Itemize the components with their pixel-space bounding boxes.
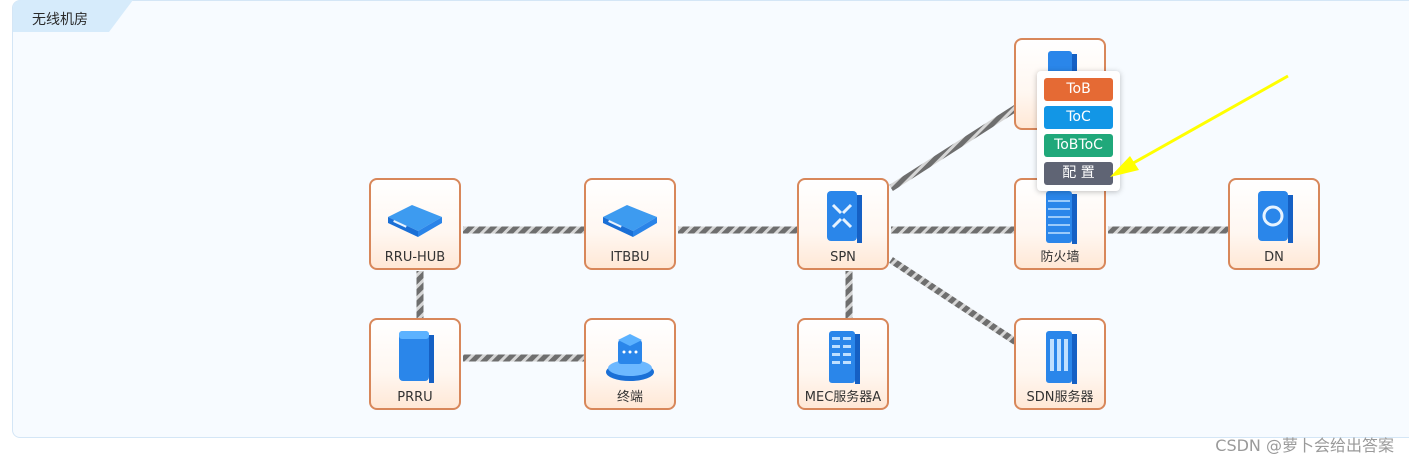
- node-label: ITBBU: [610, 250, 650, 265]
- topology-panel: [12, 0, 1409, 438]
- node-terminal[interactable]: 终端: [584, 318, 676, 410]
- node-firewall[interactable]: 防火墙: [1014, 178, 1106, 270]
- node-itbbu[interactable]: ITBBU: [584, 178, 676, 270]
- terminal-icon: [586, 326, 674, 388]
- node-label: MEC服务器A: [804, 390, 882, 405]
- network-device-icon: [586, 186, 674, 248]
- context-menu: ToB ToC ToBToC 配 置: [1037, 71, 1120, 191]
- router-icon: [799, 186, 887, 248]
- menu-item-toc[interactable]: ToC: [1044, 106, 1113, 129]
- panel-title-tab: [13, 0, 133, 32]
- node-mec[interactable]: MEC服务器A: [797, 318, 889, 410]
- node-spn[interactable]: SPN: [797, 178, 889, 270]
- node-dn[interactable]: DN: [1228, 178, 1320, 270]
- radio-unit-icon: [371, 326, 459, 388]
- server-icon: [1016, 326, 1104, 388]
- node-sdn[interactable]: SDN服务器: [1014, 318, 1106, 410]
- node-label: 防火墙: [1040, 250, 1080, 265]
- watermark: CSDN @萝卜会给出答案: [1215, 436, 1394, 455]
- node-label: PRRU: [397, 390, 433, 405]
- node-label: 终端: [616, 390, 643, 405]
- menu-item-tobtoc[interactable]: ToBToC: [1044, 134, 1113, 157]
- node-label: DN: [1264, 250, 1284, 265]
- network-device-icon: [371, 186, 459, 248]
- node-prru[interactable]: PRRU: [369, 318, 461, 410]
- link-spn-sdn: [889, 257, 1018, 345]
- link-spn-5g: [889, 105, 1018, 191]
- router-icon: [1230, 186, 1318, 248]
- node-rru-hub[interactable]: RRU-HUB: [369, 178, 461, 270]
- firewall-icon: [1016, 186, 1104, 248]
- menu-item-config[interactable]: 配 置: [1044, 162, 1113, 185]
- panel-title: 无线机房: [32, 12, 88, 28]
- node-label: RRU-HUB: [384, 250, 446, 265]
- node-label: SPN: [830, 250, 856, 265]
- node-label: SDN服务器: [1026, 390, 1094, 405]
- server-icon: [799, 326, 887, 388]
- menu-item-tob[interactable]: ToB: [1044, 78, 1113, 101]
